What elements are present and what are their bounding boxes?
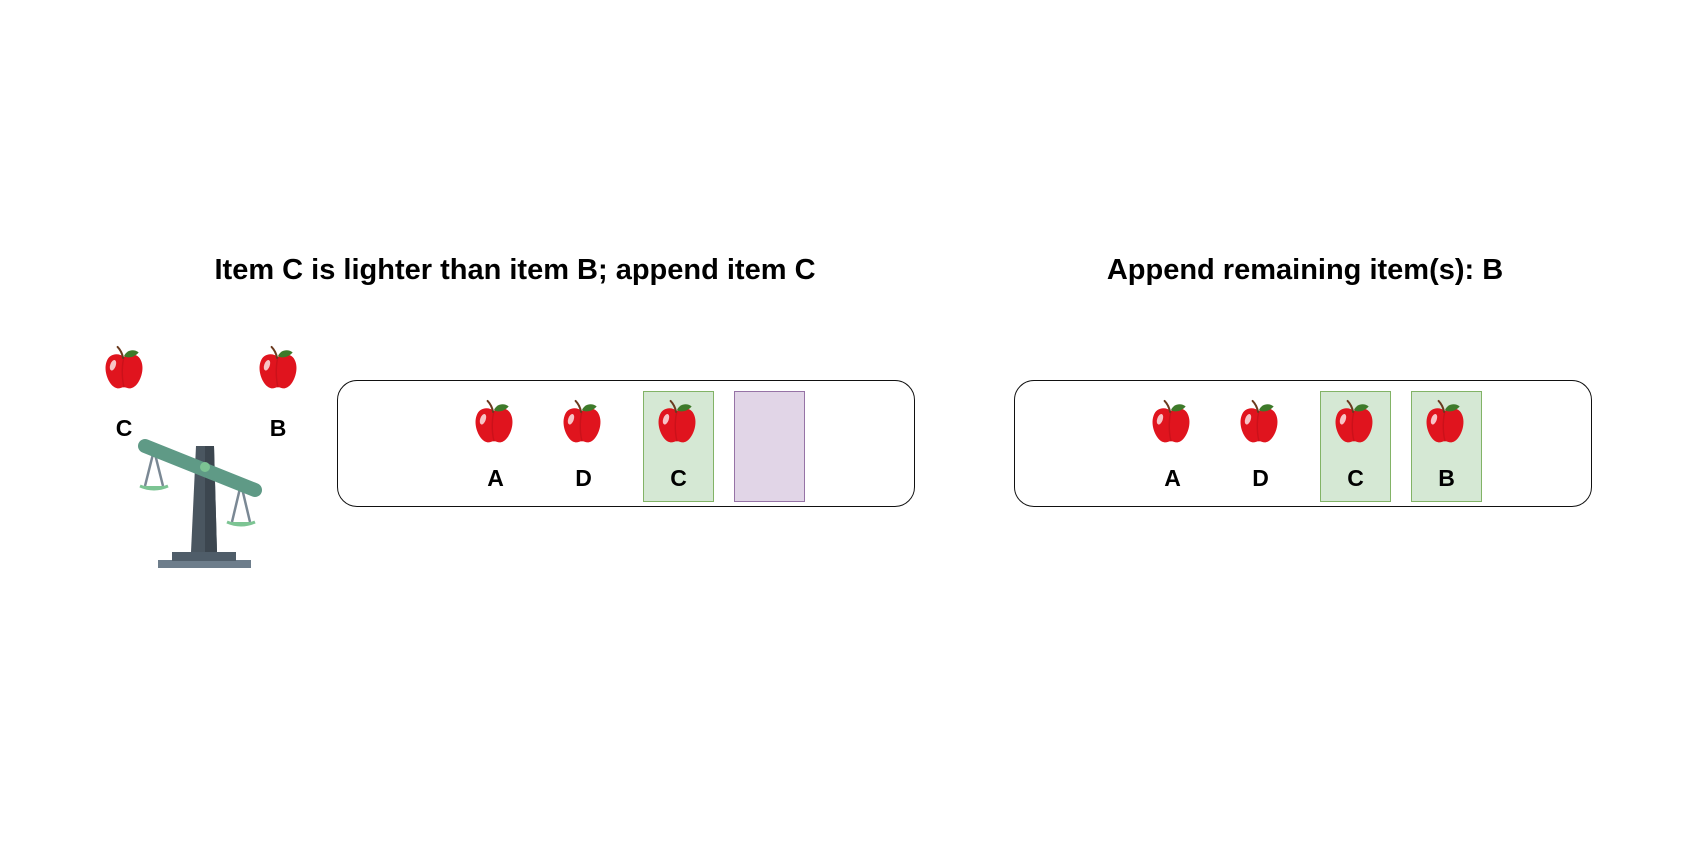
apple-icon	[1332, 399, 1376, 445]
step-2-result-list: A D C B	[1014, 380, 1592, 507]
item-label: C	[1347, 465, 1364, 491]
compare-right-label: B	[269, 415, 287, 441]
apple-icon	[1149, 399, 1193, 445]
list-item: B	[1411, 399, 1482, 499]
apple-icon	[1423, 399, 1467, 445]
step-1-title: Item C is lighter than item B; append it…	[214, 254, 816, 286]
apple-icon	[256, 345, 300, 391]
item-label: A	[487, 465, 504, 491]
item-label: B	[1438, 465, 1455, 491]
list-item: A	[1137, 399, 1208, 499]
compare-left-item: C	[94, 345, 154, 455]
apple-icon	[655, 399, 699, 445]
item-label: D	[575, 465, 592, 491]
list-item: D	[1225, 399, 1296, 499]
item-label: D	[1252, 465, 1269, 491]
apple-icon	[102, 345, 146, 391]
apple-icon	[1237, 399, 1281, 445]
apple-icon	[560, 399, 604, 445]
apple-icon	[472, 399, 516, 445]
list-item: D	[548, 399, 619, 499]
item-label: C	[670, 465, 687, 491]
list-item: A	[460, 399, 531, 499]
balance-scale-icon	[138, 439, 262, 568]
appended-slot	[1411, 391, 1482, 502]
compare-left-label: C	[115, 415, 133, 441]
list-item: C	[1320, 399, 1391, 499]
compare-right-item: B	[248, 345, 308, 455]
item-label: A	[1164, 465, 1181, 491]
empty-slot	[734, 391, 805, 502]
step-2-title: Append remaining item(s): B	[1106, 254, 1504, 286]
step-1-result-list: A D C	[337, 380, 915, 507]
list-item: C	[643, 399, 714, 499]
